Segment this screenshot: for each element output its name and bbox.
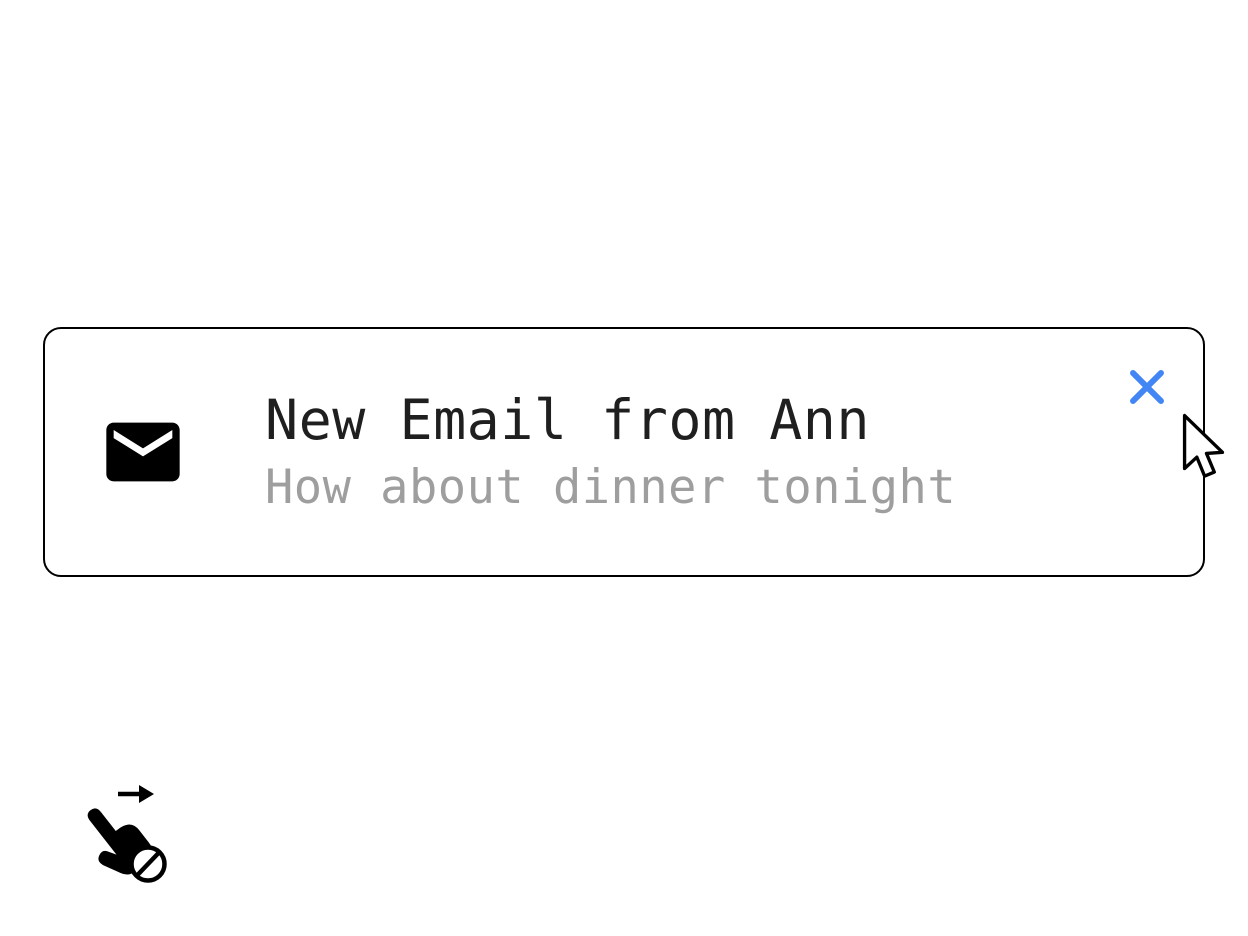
close-icon[interactable] bbox=[1125, 365, 1169, 409]
email-icon bbox=[99, 408, 187, 496]
arrow-right bbox=[118, 785, 154, 803]
prohibited-sign bbox=[129, 845, 167, 883]
notification-card[interactable]: New Email from Ann How about dinner toni… bbox=[43, 327, 1205, 577]
notification-text: New Email from Ann How about dinner toni… bbox=[265, 388, 957, 515]
notification-title: New Email from Ann bbox=[265, 388, 871, 452]
swipe-blocked-icon bbox=[78, 778, 174, 886]
notification-subtitle: How about dinner tonight bbox=[265, 460, 957, 515]
